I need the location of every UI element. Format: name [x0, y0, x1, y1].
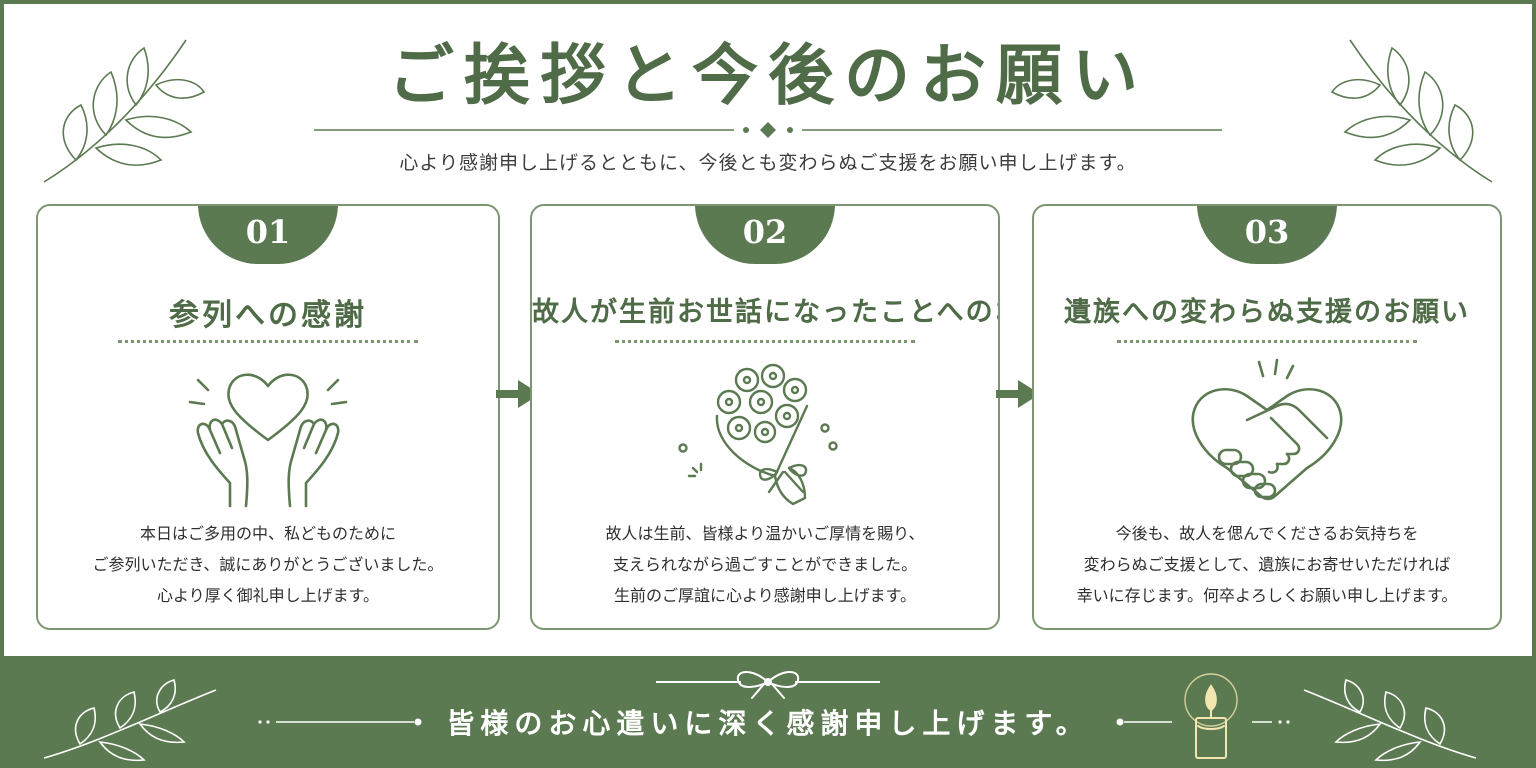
- leaf-branch-icon: [43, 679, 217, 762]
- card-heading: 遺族への変わらぬ支援のお願い: [1064, 297, 1470, 328]
- card-number-badge: 02: [695, 206, 835, 264]
- card-body-line: 幸いに存じます。何卒よろしくお願い申し上げます。: [1076, 586, 1458, 605]
- card-gratitude-attendance: 01 参列への感謝 本日はご多用の中、私どものために ご参列いただき、誠にありが…: [36, 204, 500, 630]
- dotted-divider: [1117, 340, 1417, 343]
- card-number-badge: 01: [198, 206, 338, 264]
- card-ongoing-support-request: 03 遺族への変わらぬ支援のお願い 今後も、故人を偲んでくださるお気持ちを 変わ…: [1032, 204, 1502, 630]
- leaf-branch-icon: [1303, 679, 1477, 762]
- flower-bouquet-icon: [678, 363, 838, 506]
- card-body-line: 生前のご厚誼に心より感謝申し上げます。: [613, 586, 917, 605]
- card-heading: 参列への感謝: [169, 298, 367, 333]
- dotted-divider: [615, 340, 915, 343]
- card-body-line: 心より厚く御礼申し上げます。: [156, 586, 380, 605]
- card-body-line: 今後も、故人を偲んでくださるお気持ちを: [1115, 524, 1419, 543]
- card-number-badge: 03: [1197, 206, 1337, 264]
- leaf-branch-icon: [43, 39, 206, 183]
- card-thanks-for-care: 02 故人が生前お世話になったことへのお礼 故人は生前、皆様より温かいご厚情を賜…: [530, 204, 1000, 630]
- page-subtitle: 心より感謝申し上げるとともに、今後とも変わらぬご支援をお願い申し上げます。: [399, 152, 1137, 174]
- card-body-line: 本日はご多用の中、私どものために: [139, 524, 396, 543]
- page-title: ご挨拶と今後のお願い: [388, 36, 1148, 114]
- heart-hands-icon: [188, 373, 348, 508]
- card-body-line: 支えられながら過ごすことができました。: [612, 555, 918, 574]
- title-divider: [314, 122, 1222, 138]
- card-heading: 故人が生前お世話になったことへのお礼: [532, 297, 998, 328]
- dotted-divider: [118, 340, 418, 343]
- card-body-line: ご参列いただき、誠にありがとうございました。: [92, 555, 444, 574]
- card-body-line: 変わらぬご支援として、遺族にお寄せいただければ: [1083, 555, 1451, 574]
- arrow-right-icon: [996, 380, 1040, 408]
- footer-band: 皆様のお心遣いに深く感謝申し上げます。: [0, 656, 1536, 768]
- candle-icon: [1184, 673, 1238, 759]
- card-body-text: 故人は生前、皆様より温かいご厚情を賜り、 支えられながら過ごすことができました。…: [532, 518, 998, 611]
- card-body-text: 今後も、故人を偲んでくださるお気持ちを 変わらぬご支援として、遺族にお寄せいただ…: [1034, 518, 1500, 611]
- handshake-heart-icon: [1191, 358, 1343, 501]
- footer-message: 皆様のお心遣いに深く感謝申し上げます。: [446, 707, 1090, 740]
- card-body-line: 故人は生前、皆様より温かいご厚情を賜り、: [605, 524, 925, 543]
- footer-divider-right: [1116, 718, 1290, 726]
- footer-divider-left: [258, 718, 422, 726]
- leaf-branch-icon: [1330, 39, 1493, 183]
- arrow-right-icon: [496, 380, 540, 408]
- card-body-text: 本日はご多用の中、私どものために ご参列いただき、誠にありがとうございました。 …: [38, 518, 498, 611]
- ribbon-bow-icon: [656, 671, 880, 699]
